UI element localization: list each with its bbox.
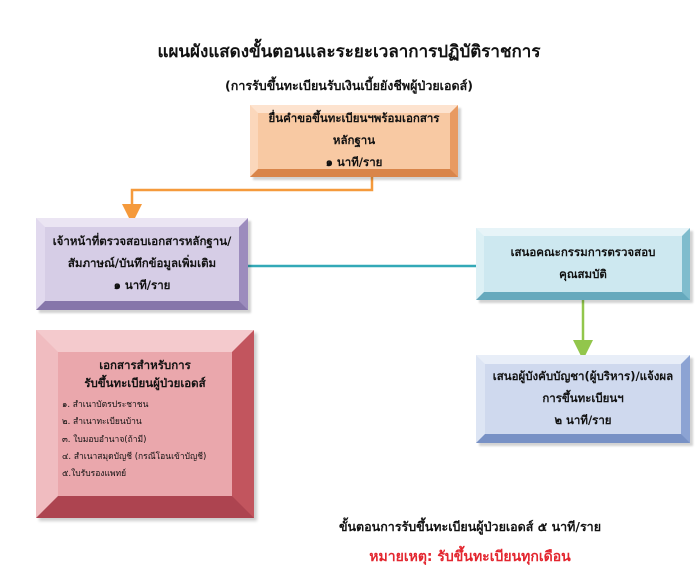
step-committee-box: เสนอคณะกรรมการตรวจสอบ คุณสมบัติ (476, 228, 690, 300)
step-approve-text-1: เสนอผู้บังคับบัญชา(ผู้บริหาร)/แจ้งผล (492, 369, 674, 384)
step-approve-box: เสนอผู้บังคับบัญชา(ผู้บริหาร)/แจ้งผล การ… (476, 355, 690, 443)
step-submit-text: ยื่นคำขอขึ้นทะเบียนฯพร้อมเอกสารหลักฐาน (268, 111, 440, 148)
connector-submit-to-verify (122, 177, 374, 224)
document-item: ๒. สำเนาทะเบียนบ้าน (62, 417, 142, 428)
document-item: ๔. สำเนาสมุดบัญชี (กรณีโอนเข้าบัญชี) (62, 452, 207, 463)
documents-heading-2: รับขึ้นทะเบียนผู้ป่วยเอดส์ (84, 376, 206, 391)
documents-box: เอกสารสำหรับการ รับขึ้นทะเบียนผู้ป่วยเอด… (36, 330, 254, 518)
documents-heading-1: เอกสารสำหรับการ (99, 358, 191, 372)
document-item: ๕.ใบรับรองแพทย์ (62, 469, 127, 480)
step-submit-box: ยื่นคำขอขึ้นทะเบียนฯพร้อมเอกสารหลักฐาน ๑… (250, 105, 458, 177)
remark-note: หมายเหตุ: รับขึ้นทะเบียนทุกเดือน (369, 549, 571, 565)
step-approve-time: ๒ นาที/ราย (554, 412, 612, 427)
step-verify-box: เจ้าหน้าที่ตรวจสอบเอกสารหลักฐาน/ สัมภาษณ… (36, 218, 248, 310)
step-committee-text-1: เสนอคณะกรรมการตรวจสอบ (510, 245, 656, 260)
page-subtitle: (การรับขึ้นทะเบียนรับเงินเบี้ยยังชีพผู้ป… (225, 78, 473, 93)
step-submit-time: ๑ นาที/ราย (325, 154, 383, 169)
step-approve-text-2: การขึ้นทะเบียนฯ (542, 391, 624, 406)
step-verify-time: ๑ นาที/ราย (113, 277, 171, 292)
document-item: ๑. สำเนาบัตรประชาชน (62, 399, 149, 410)
step-verify-text-2: สัมภาษณ์/บันทึกข้อมูลเพิ่มเติม (67, 256, 217, 271)
total-time-summary: ขั้นตอนการรับขึ้นทะเบียนผู้ป่วยเอดส์ ๕ น… (338, 519, 602, 534)
documents-list: ๑. สำเนาบัตรประชาชน ๒. สำเนาทะเบียนบ้าน … (62, 397, 228, 484)
step-verify-text-1: เจ้าหน้าที่ตรวจสอบเอกสารหลักฐาน/ (52, 234, 232, 249)
step-committee-text-2: คุณสมบัติ (559, 267, 607, 281)
page-title: แผนผังแสดงขั้นตอนและระยะเวลาการปฏิบัติรา… (157, 42, 541, 62)
document-item: ๓. ใบมอบอำนาจ(ถ้ามี) (62, 434, 147, 445)
